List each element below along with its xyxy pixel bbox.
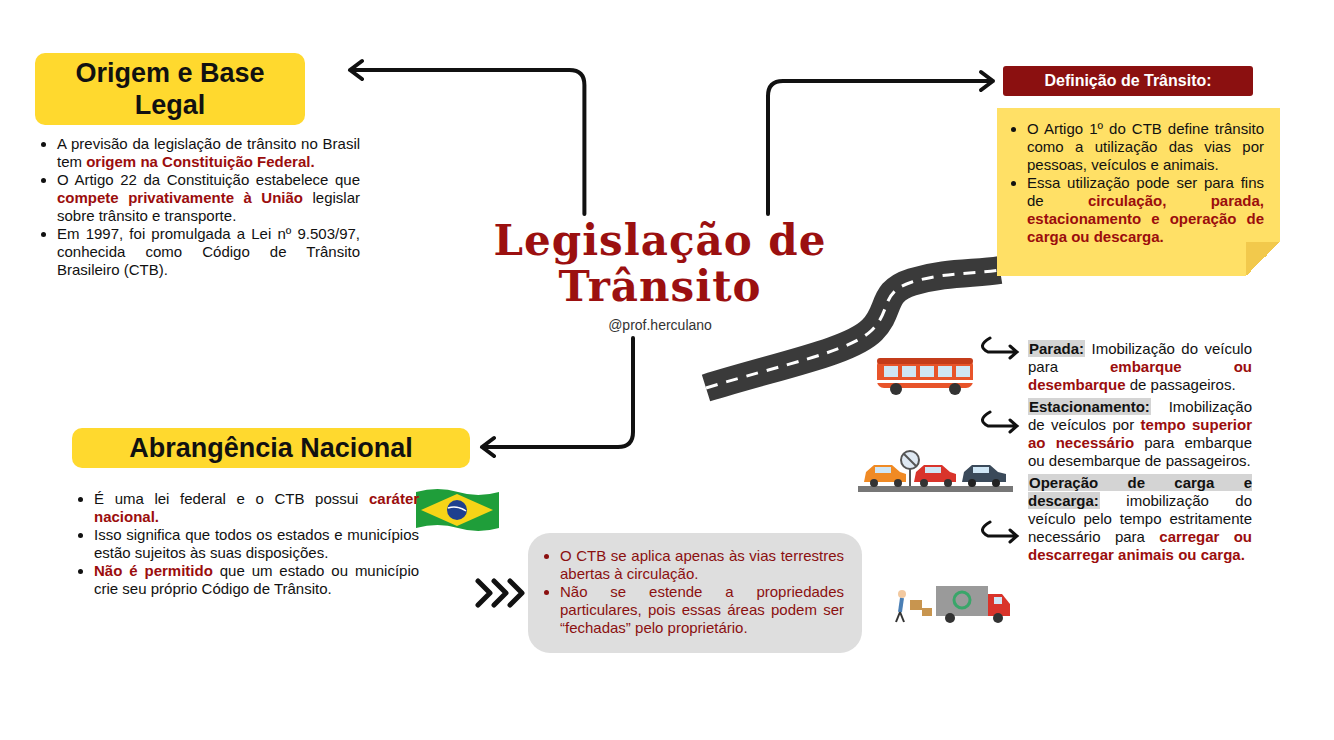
node-ctr: Legislação de Trânsito @prof.herculano: [480, 218, 840, 334]
bullet-text: Essa utilização pode ser para fins de ci…: [1027, 174, 1264, 246]
node-item: Operação de carga e descarga: imobilizaç…: [1028, 474, 1252, 564]
definition-text: Operação de carga e descarga: imobilizaç…: [1028, 474, 1252, 564]
bullet-text: Em 1997, foi promulgada a Lei nº 9.503/9…: [57, 225, 360, 279]
node-hb: Origem e Base LegalA previsão da legisla…: [35, 53, 340, 279]
truck-icon: [896, 586, 1010, 623]
bullet-text: O Artigo 1º do CTB define trânsito como …: [1027, 120, 1264, 174]
node-item: Parada: Imobilização do veículo para emb…: [1028, 340, 1252, 394]
heading-label: Origem e Base Legal: [35, 53, 305, 125]
node-grey: O CTB se aplica apenas às vias terrestre…: [528, 533, 862, 653]
bullet-list: O Artigo 1º do CTB define trânsito como …: [1007, 120, 1264, 246]
node-item: Estacionamento: Imobilização de veículos…: [1028, 398, 1252, 470]
folded-corner: [1246, 242, 1280, 276]
bullet-text: O Artigo 22 da Constituição estabelece q…: [57, 171, 360, 225]
bullet-text: É uma lei federal e o CTB possui caráter…: [94, 490, 419, 526]
main-title: Legislação de Trânsito: [480, 218, 840, 310]
term-highlight: Parada:: [1028, 340, 1085, 357]
bullet-text: O CTB se aplica apenas às vias terrestre…: [560, 547, 844, 583]
definition-text: Parada: Imobilização do veículo para emb…: [1028, 340, 1252, 394]
node-note: O Artigo 1º do CTB define trânsito como …: [997, 108, 1280, 276]
hook-arrows: [982, 338, 1017, 542]
label-text: Definição de Trânsito:: [1044, 72, 1211, 89]
bullet-text: Não se estende a propriedades particular…: [560, 583, 844, 637]
bullet-list: A previsão da legislação de trânsito no …: [35, 135, 360, 279]
author-handle: @prof.herculano: [480, 316, 840, 334]
bullet-list: O CTB se aplica apenas às vias terrestre…: [538, 547, 844, 637]
heading-label: Abrangência Nacional: [72, 428, 470, 468]
term-highlight: Estacionamento:: [1028, 398, 1151, 415]
bullet-text: Isso significa que todos os estados e mu…: [94, 526, 419, 562]
parked-cars-icon: [858, 451, 1013, 492]
bullet-text: A previsão da legislação de trânsito no …: [57, 135, 360, 171]
definition-text: Estacionamento: Imobilização de veículos…: [1028, 398, 1252, 470]
arrow-connector: [482, 338, 633, 456]
bullet-text: Não é permitido que um estado ou municíp…: [94, 562, 419, 598]
brazil-flag: [416, 489, 499, 531]
arrow-connector: [350, 61, 584, 214]
bullet-list: É uma lei federal e o CTB possui caráter…: [72, 490, 419, 598]
bus-icon: [877, 358, 973, 395]
arrow-connector: [768, 72, 993, 214]
node-hb: Abrangência Nacional É uma lei federal e …: [72, 428, 472, 598]
node-lab: Definição de Trânsito:: [1003, 66, 1253, 96]
chevron-connector: [478, 581, 522, 605]
